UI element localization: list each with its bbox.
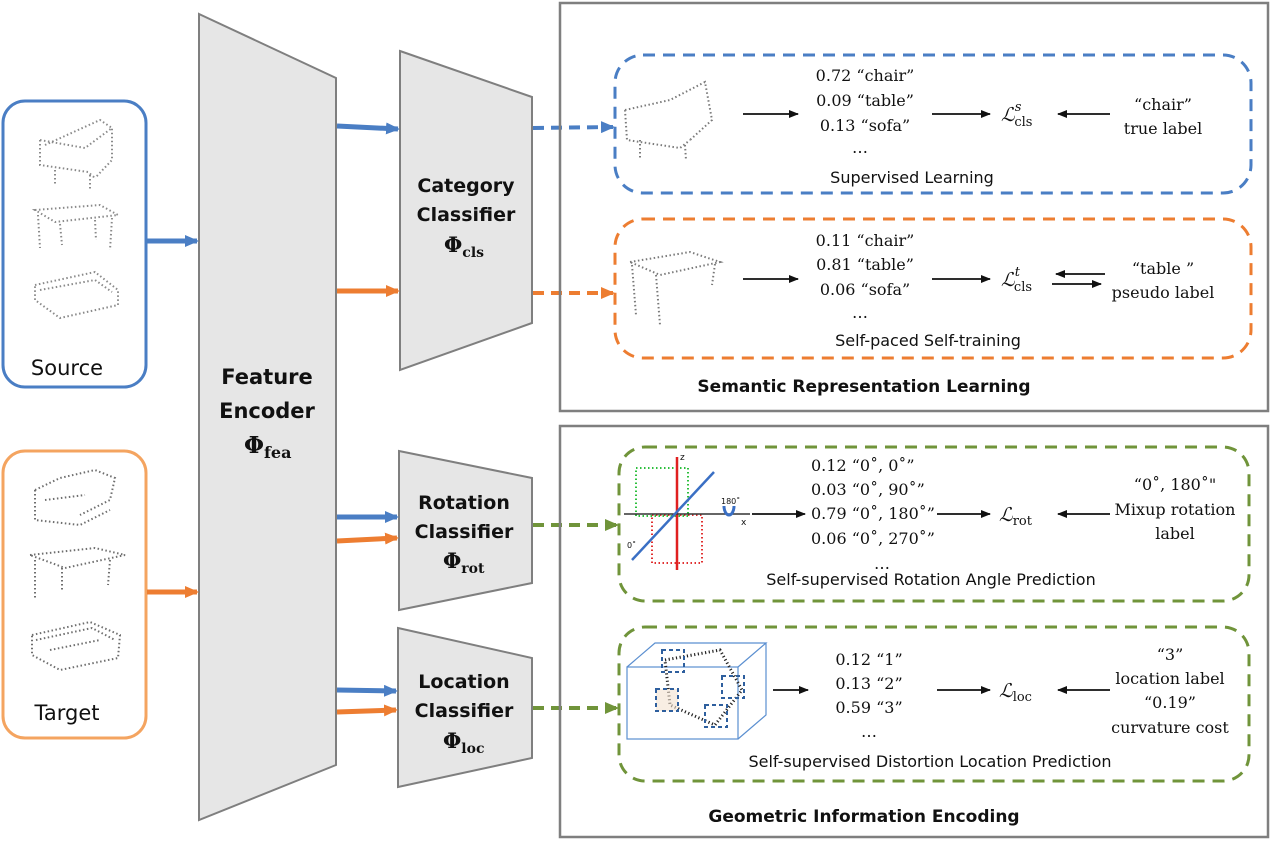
- location-pred-1: 0.13 “2”: [835, 674, 902, 693]
- rotation-angle-0-label: 0˚: [627, 540, 636, 550]
- source-box: [1, 99, 148, 389]
- supervised-preds: 0.72 “chair” 0.09 “table” 0.13 “sofa” …: [816, 66, 915, 157]
- selftrain-pred-0: 0.11 “chair”: [816, 231, 915, 250]
- rotation-illustration: z x 180˚ 0˚: [624, 453, 750, 570]
- location-caption: Self-supervised Distortion Location Pred…: [748, 752, 1111, 771]
- target-sofa-pointcloud: [31, 620, 122, 672]
- supervised-caption: Supervised Learning: [830, 168, 994, 187]
- selftrain-panel: [613, 217, 1253, 360]
- rotation-label-line3: label: [1155, 524, 1194, 543]
- supervised-chair-pointcloud: [624, 80, 714, 161]
- rotation-panel: [617, 445, 1251, 603]
- location-pred-3: …: [861, 722, 877, 741]
- rotation-preds: 0.12 “0˚, 0˚” 0.03 “0˚, 90˚” 0.79 “0˚, 1…: [811, 456, 935, 573]
- rotation-angle-180-label: 180˚: [721, 496, 740, 506]
- geometric-section-box: [558, 424, 1270, 839]
- location-classifier-symbol: Φloc: [443, 728, 484, 757]
- category-classifier-line1: Category: [417, 175, 515, 197]
- target-label: Target: [34, 701, 100, 725]
- encoder-to-category-blue-arrow: [336, 122, 400, 135]
- rotation-axis-z-label: z: [680, 453, 685, 463]
- rotation-pred-0: 0.12 “0˚, 0˚”: [811, 456, 915, 475]
- target-table-pointcloud: [29, 546, 126, 598]
- location-pred-2: 0.59 “3”: [835, 698, 902, 717]
- selftrain-label-line1: “table ”: [1132, 259, 1194, 278]
- location-classifier-block: [397, 626, 533, 789]
- rotation-axis-x-label: x: [741, 518, 747, 528]
- source-label: Source: [31, 356, 103, 380]
- rotation-caption: Self-supervised Rotation Angle Predictio…: [766, 570, 1095, 589]
- supervised-panel: [613, 53, 1253, 195]
- target-box: [1, 449, 148, 740]
- semantic-title: Semantic Representation Learning: [697, 377, 1030, 397]
- rotation-classifier-block: [398, 449, 533, 612]
- location-loss: ℒloc: [999, 680, 1032, 705]
- rotation-loss: ℒrot: [999, 504, 1033, 529]
- supervised-pred-1: 0.09 “table”: [816, 91, 914, 110]
- category-to-supervised-arrow: [532, 121, 615, 134]
- rotation-diagonal-axis: [631, 471, 715, 561]
- geometric-title: Geometric Information Encoding: [708, 807, 1019, 827]
- rotation-pred-3: 0.06 “0˚, 270˚”: [811, 529, 935, 548]
- selftrain-label-line2: pseudo label: [1112, 283, 1215, 302]
- location-label-line4: curvature cost: [1111, 718, 1229, 737]
- source-table-pointcloud: [31, 203, 122, 251]
- encoder-to-location-orange-arrow: [336, 704, 398, 717]
- supervised-pred-0: 0.72 “chair”: [816, 66, 915, 85]
- selftrain-preds: 0.11 “chair” 0.81 “table” 0.06 “sofa” …: [816, 231, 915, 322]
- location-classifier-line1: Location: [418, 671, 509, 693]
- target-chair-pointcloud: [34, 468, 117, 527]
- rotation-label-line2: Mixup rotation: [1115, 500, 1236, 519]
- encoder-line2: Encoder: [219, 399, 315, 423]
- location-label-line1: “3”: [1157, 645, 1184, 664]
- selftrain-caption: Self-paced Self-training: [835, 331, 1021, 350]
- feature-encoder-block: [198, 12, 337, 822]
- category-classifier-symbol: Φcls: [444, 232, 484, 261]
- supervised-label-line2: true label: [1124, 119, 1202, 138]
- location-pred-0: 0.12 “1”: [835, 650, 902, 669]
- encoder-to-rotation-orange-arrow: [336, 532, 399, 545]
- rotation-pred-1: 0.03 “0˚, 90˚”: [811, 480, 925, 499]
- location-classifier-line2: Classifier: [415, 700, 514, 722]
- rotation-classifier-symbol: Φrot: [443, 548, 485, 577]
- rotation-arc-icon: [722, 505, 736, 517]
- supervised-pred-3: …: [852, 138, 868, 157]
- encoder-to-location-blue-arrow: [336, 684, 398, 697]
- location-label-line2: location label: [1115, 669, 1224, 688]
- rotation-label-line1: “0˚, 180˚": [1134, 475, 1216, 494]
- location-label-line3: “0.19”: [1144, 693, 1196, 712]
- selftrain-pred-1: 0.81 “table”: [816, 255, 914, 274]
- rotation-classifier-line2: Classifier: [415, 521, 514, 543]
- source-chair-pointcloud: [39, 118, 113, 190]
- semantic-section-box: [558, 1, 1270, 413]
- encoder-line1: Feature: [221, 365, 313, 389]
- location-preds: 0.12 “1” 0.13 “2” 0.59 “3” …: [835, 650, 902, 741]
- rotation-pred-4: …: [874, 554, 890, 573]
- selftrain-pred-2: 0.06 “sofa”: [820, 280, 910, 299]
- category-classifier-line2: Classifier: [417, 204, 516, 226]
- location-panel: [617, 625, 1251, 783]
- category-classifier-block: [399, 49, 533, 372]
- encoder-symbol: Φfea: [244, 432, 291, 462]
- supervised-pred-2: 0.13 “sofa”: [820, 116, 910, 135]
- location-illustration: [626, 642, 768, 740]
- supervised-label-line1: “chair”: [1134, 95, 1192, 114]
- rotation-pred-2: 0.79 “0˚, 180˚”: [811, 504, 935, 523]
- source-sofa-pointcloud: [34, 270, 119, 320]
- selftrain-pred-3: …: [852, 303, 868, 322]
- rotation-classifier-line1: Rotation: [418, 492, 510, 514]
- selftrain-table-pointcloud: [626, 250, 724, 326]
